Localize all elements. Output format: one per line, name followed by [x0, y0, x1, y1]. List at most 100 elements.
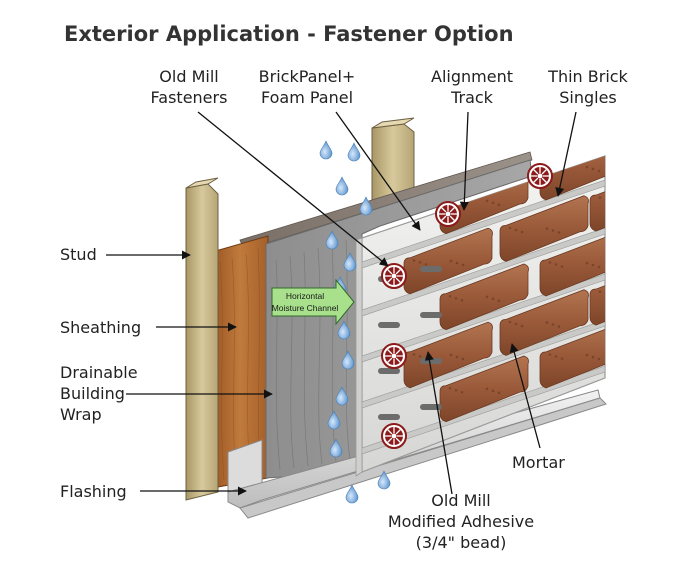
brick-texture-speck — [545, 321, 549, 324]
adhesive-bead — [420, 404, 442, 410]
water-drop-icon — [319, 140, 333, 160]
brick-texture-speck — [554, 167, 558, 170]
brick-texture-speck — [636, 197, 639, 200]
water-drop-icon — [335, 176, 349, 196]
brick-texture-speck — [585, 261, 589, 265]
brick-texture-speck — [485, 199, 489, 203]
brick-texture-speck — [597, 265, 601, 269]
brick-texture-speck — [424, 263, 428, 266]
alignment-track — [362, 273, 605, 363]
brick-texture-speck — [508, 320, 512, 324]
brick-texture-speck — [418, 261, 422, 264]
brick-texture-speck — [412, 259, 416, 262]
thin-brick — [403, 227, 493, 295]
brick-texture-speck — [520, 324, 524, 328]
adhesive-bead — [378, 414, 400, 420]
brick-texture-speck — [485, 295, 489, 299]
brick-texture-speck — [551, 229, 555, 232]
brick-texture-speck — [497, 299, 501, 303]
diagram-title: Exterior Application - Fastener Option — [64, 22, 514, 46]
water-drop-icon — [337, 320, 351, 340]
leader-adhesive — [424, 351, 453, 495]
brick-texture-speck — [554, 355, 558, 358]
label-alignment-track: Alignment Track — [431, 67, 513, 107]
brick-texture-speck — [545, 227, 549, 230]
fastener-icon — [381, 263, 407, 289]
thin-brick — [539, 229, 605, 297]
brick-texture-speck — [598, 290, 602, 293]
label-stud: Stud — [60, 245, 97, 264]
brick-texture-speck — [520, 230, 524, 234]
leader-mortar — [509, 343, 541, 449]
water-drop-icon — [335, 386, 349, 406]
brick-texture-speck — [560, 265, 564, 268]
brick-texture-speck — [455, 355, 459, 359]
thin-brick — [539, 321, 605, 389]
brick-texture-speck — [560, 357, 564, 360]
moisture-channel-arrow: Horizontal Moisture Channel — [271, 278, 355, 326]
brick-texture-speck — [460, 390, 464, 394]
fasteners — [381, 163, 553, 449]
adhesive-bead — [420, 266, 442, 272]
brick-texture-speck — [418, 355, 422, 358]
label-flashing: Flashing — [60, 482, 127, 501]
label-mortar: Mortar — [512, 453, 565, 472]
leader-alignment-track — [459, 111, 469, 211]
brick-texture-speck — [585, 165, 589, 169]
brick-texture-speck — [557, 325, 561, 328]
water-drops — [319, 140, 391, 504]
alignment-track — [362, 365, 605, 455]
brick-texture-speck — [585, 353, 589, 357]
leader-lines — [106, 111, 577, 496]
label-building-wrap: Drainable Building Wrap — [60, 363, 138, 424]
brick-texture-speck — [454, 388, 458, 392]
fastener-icon — [381, 343, 407, 369]
adhesive-bead — [378, 368, 400, 374]
thin-brick — [589, 258, 605, 326]
brick-texture-speck — [460, 298, 464, 302]
brick-texture-speck — [597, 169, 601, 173]
brick-texture-speck — [514, 228, 518, 232]
brick-texture-speck — [491, 201, 495, 205]
brick-texture-speck — [449, 353, 453, 357]
brick-texture-speck — [491, 297, 495, 301]
brick-texture-speck — [461, 357, 465, 361]
brick-texture-speck — [636, 291, 639, 294]
brick-texture-speck — [497, 203, 501, 207]
brick-texture-speck — [448, 295, 452, 298]
back-stud — [371, 117, 415, 211]
fastener-icon — [435, 201, 461, 227]
brick-texture-speck — [448, 387, 452, 390]
brick-texture-speck — [648, 201, 651, 204]
water-drop-icon — [347, 142, 361, 162]
moisture-channel-label-line2: Moisture Channel — [272, 303, 339, 313]
brick-texture-speck — [648, 295, 651, 298]
thin-brick — [439, 355, 529, 423]
water-drop-icon — [341, 350, 355, 370]
alignment-track — [362, 227, 605, 317]
water-drop-icon — [325, 230, 339, 250]
brick-texture-speck — [554, 263, 558, 266]
brick-texture-speck — [591, 355, 595, 359]
water-drop-icon — [345, 484, 359, 504]
label-thin-brick-singles: Thin Brick Singles — [548, 67, 628, 107]
water-drop-icon — [327, 410, 341, 430]
label-sheathing: Sheathing — [60, 318, 142, 337]
brick-texture-speck — [508, 226, 512, 230]
brick-texture-speck — [485, 387, 489, 391]
label-adhesive: Old Mill Modified Adhesive (3/4" bead) — [387, 491, 535, 552]
brick-texture-speck — [491, 389, 495, 393]
brick-texture-speck — [611, 200, 614, 203]
brick-texture-speck — [557, 231, 561, 234]
brick-texture-speck — [597, 357, 601, 361]
brick-texture-speck — [642, 293, 645, 296]
leader-thin-brick — [555, 111, 577, 197]
water-drop-icon — [329, 438, 343, 458]
brick-texture-speck — [611, 294, 614, 297]
water-drop-icon — [359, 196, 373, 216]
brick-texture-speck — [449, 259, 453, 263]
adhesive-bead — [420, 358, 442, 364]
adhesive-bead — [420, 312, 442, 318]
brick-texture-speck — [455, 261, 459, 265]
fastener-icon — [527, 163, 553, 189]
